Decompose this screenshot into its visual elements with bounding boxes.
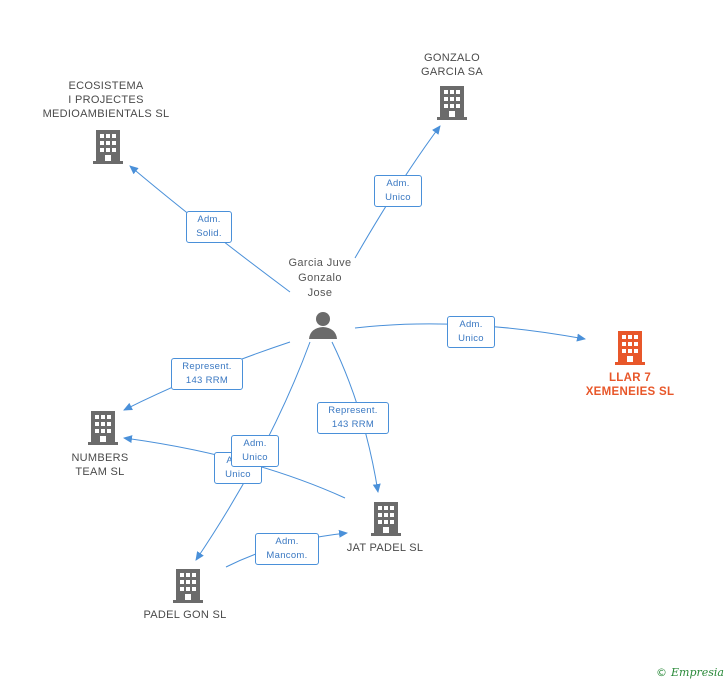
edge-label-represent: Represent. 143 RRM <box>171 358 243 390</box>
building-icon <box>173 569 203 603</box>
company-gonzalo-garcia[interactable]: GONZALO GARCIA SA <box>421 52 483 78</box>
person-name[interactable]: Garcia Juve Gonzalo Jose <box>288 257 352 299</box>
brand-name: Empresia <box>671 666 724 679</box>
building-icon <box>88 411 118 445</box>
building-icon <box>437 86 467 120</box>
edge-label-adm-unico: Adm. Unico <box>231 435 279 467</box>
company-jat-padel[interactable]: JAT PADEL SL <box>346 542 424 554</box>
building-icon-main <box>615 331 645 365</box>
edge-label-adm-mancom: Adm. Mancom. <box>255 533 319 565</box>
edge-label-adm-unico: Adm. Unico <box>374 175 422 207</box>
edge-label-adm-solid: Adm. Solid. <box>186 211 232 243</box>
company-numbers[interactable]: NUMBERS TEAM SL <box>71 452 129 478</box>
building-icon <box>371 502 401 536</box>
footer-brand[interactable]: © Empresia <box>656 666 724 679</box>
copyright-icon: © <box>656 666 667 679</box>
person-icon <box>309 312 337 339</box>
company-llar7[interactable]: LLAR 7 XEMENEIES SL <box>585 372 675 398</box>
company-padel-gon[interactable]: PADEL GON SL <box>143 609 227 621</box>
building-icon <box>93 130 123 164</box>
edge-label-represent: Represent. 143 RRM <box>317 402 389 434</box>
edge-label-adm-unico: Adm. Unico <box>447 316 495 348</box>
company-ecosistema[interactable]: ECOSISTEMA I PROJECTES MEDIOAMBIENTALS S… <box>42 80 170 120</box>
